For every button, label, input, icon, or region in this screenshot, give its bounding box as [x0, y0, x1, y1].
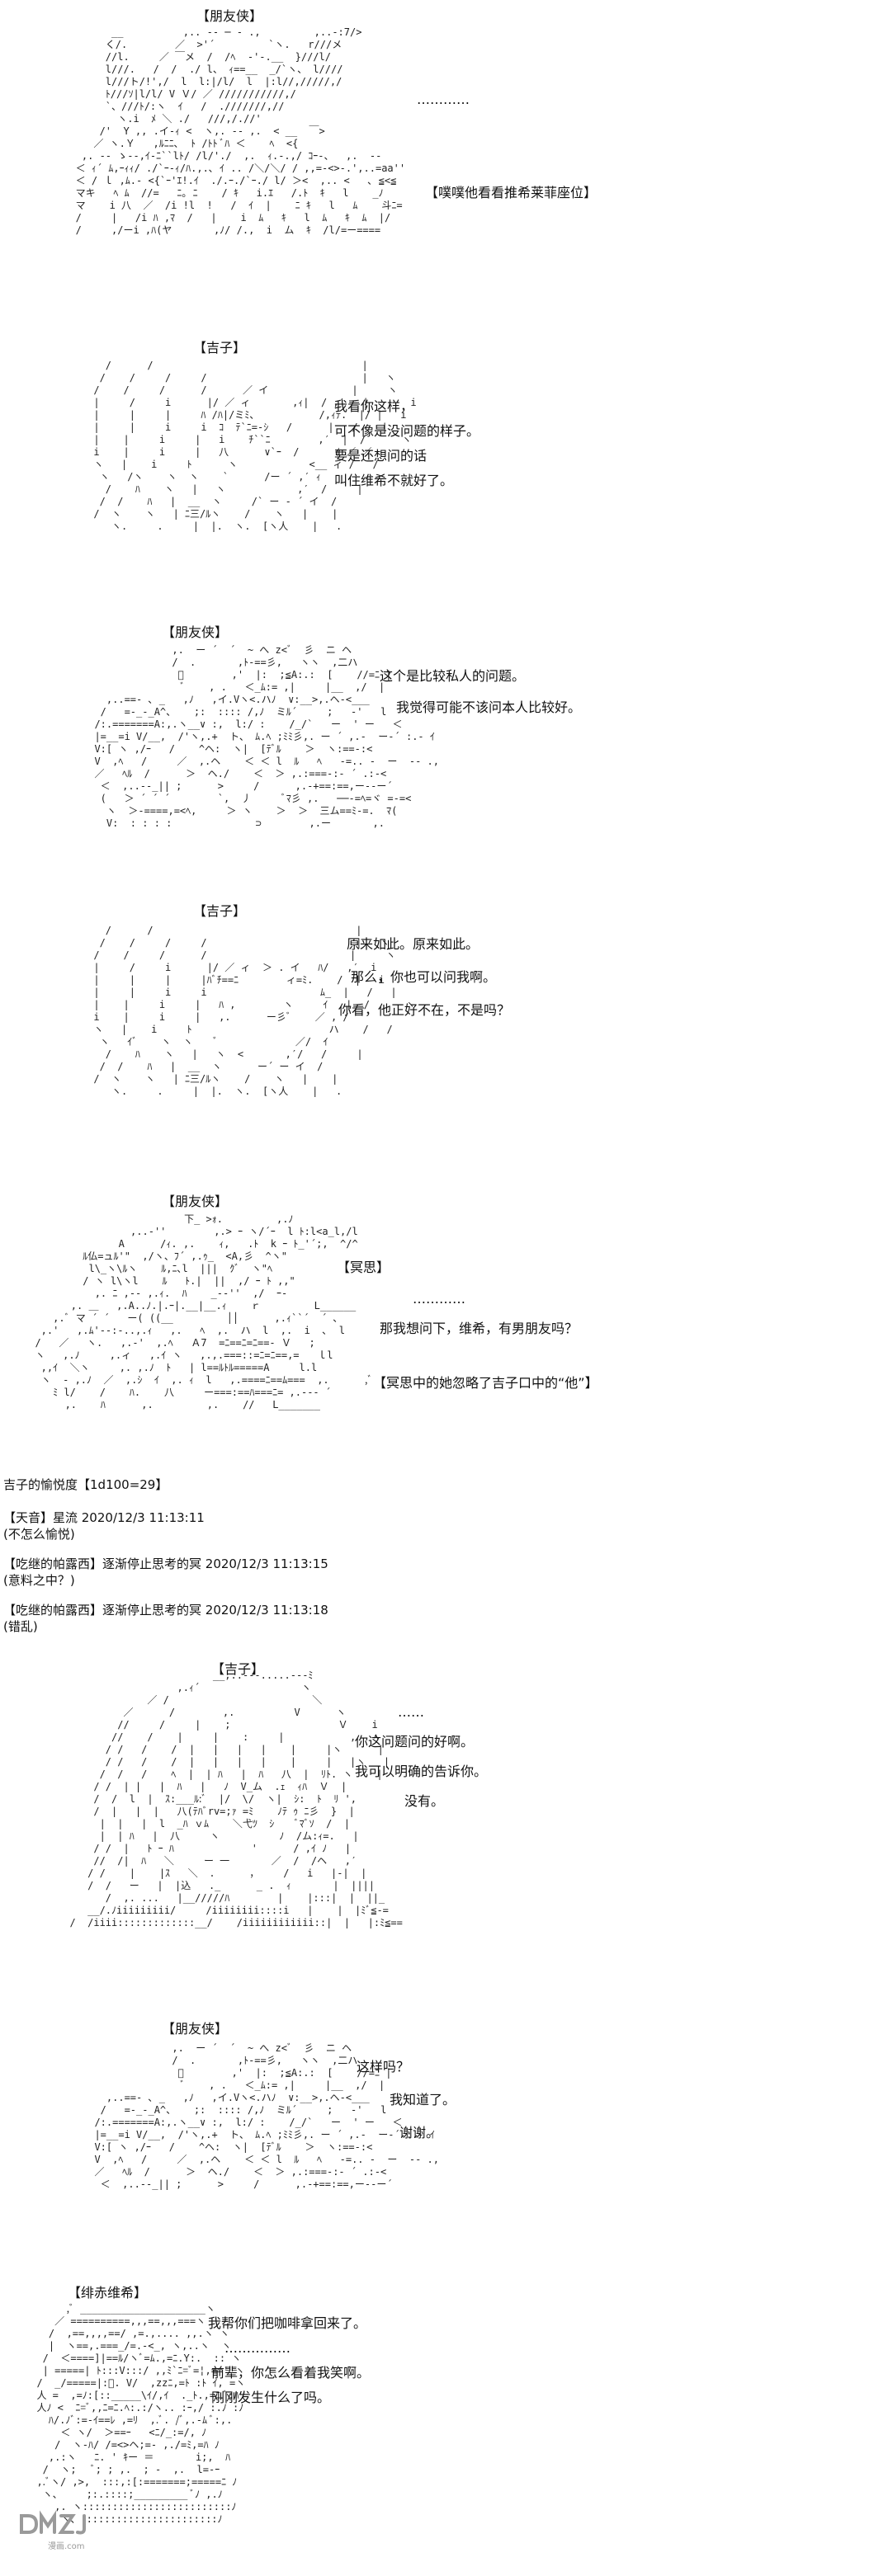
panel-7: 【朋友侠】 ,. ー ´ ´ ~ へ z<ﾞ 彡 ニ ヘ / . ,ﾄ-==彡,…	[0, 2013, 874, 2268]
log-entry-comment: (错乱)	[3, 1619, 38, 1634]
dialog-line: 叫住维希不就好了。	[334, 473, 454, 488]
dialog-line: 我可以明确的告诉你。	[355, 1764, 488, 1779]
speaker-label: 【朋友侠】	[162, 2021, 229, 2037]
dialog-text: 这个是比较私人的问题。 我觉得可能不该问本人比较好。	[380, 661, 581, 723]
dialog-line: 刚刚发生什么了吗。	[211, 2390, 331, 2405]
log-entry-header: 【天音】星流 2020/12/3 11:13:11	[3, 1510, 205, 1525]
dialog-line: 谢谢。	[399, 2125, 440, 2140]
side-label: 【冥思中的她忽略了吉子口中的“他”】	[373, 1375, 598, 1391]
speaker-label: 【吉子】	[211, 1661, 265, 1677]
dialog-text: …… 你这问题问的好啊。 我可以明确的告诉你。 没有。	[355, 1698, 487, 1816]
dmzj-logo-icon: 漫画.com	[20, 2510, 86, 2551]
dialog-text: …………	[417, 89, 470, 111]
ascii-art: __,..-‐-.....---ﾐ ,.ｨ´ ヽ ／ / ＼ ／ / ,. V …	[69, 1669, 403, 1928]
log-entry-comment: (意料之中？)	[3, 1573, 75, 1588]
ascii-art: / / | / / / / | ヽ / / / / | ヽ | / i |/ ／…	[93, 925, 416, 1097]
dialog-line: 这样吗？	[357, 2059, 410, 2074]
dice-roll: 吉子的愉悦度【1d100=29】	[3, 1477, 168, 1492]
dialog-line: 我知道了。	[390, 2092, 456, 2107]
speaker-label: 【朋友侠】	[162, 1194, 229, 1209]
dice-log: 吉子的愉悦度【1d100=29】 【天音】星流 2020/12/3 11:13:…	[0, 1476, 874, 1650]
dialog-text: 原来如此。原来如此。 那么，你也可以问我啊。 你看，他正好不在，不是吗？	[338, 928, 510, 1027]
dialog-line: 那我想问下，维希，有男朋友吗？	[380, 1321, 579, 1336]
side-label: 【噗噗他看看推希莱菲座位】	[425, 185, 598, 200]
ascii-art: ,ﾞ _____________________ヽ ／ ==========,,…	[36, 2303, 246, 2525]
panel-5: 【朋友侠】 下_ >ｫ. ,.ﾉ ,..-'' ,.> ｰ ヽ/´ｰ l ﾄ:l…	[0, 1184, 874, 1448]
ascii-art: 下_ >ｫ. ,.ﾉ ,..-'' ,.> ｰ ヽ/´ｰ l ﾄ:l<a_l,/…	[35, 1213, 373, 1410]
panel-3: 【朋友侠】 ,. ー ´ ´ ~ へ z<ﾞ 彡 ニ ヘ / . ,ﾄ-==彡,…	[0, 615, 874, 887]
log-entry-comment: (不怎么愉悦)	[3, 1527, 75, 1542]
dialog-line: ……	[398, 1704, 424, 1720]
dialog-line: 你这问题问的好啊。	[355, 1734, 475, 1750]
watermark-glyphs	[20, 2510, 86, 2535]
dialog-line: 我看你这样，	[334, 398, 414, 414]
panel-4: 【吉子】 / / | / / / / | ヽ / / / / | ヽ | / i…	[0, 895, 874, 1175]
side-label: 【冥思】	[337, 1260, 390, 1275]
dialog-line: …………	[417, 92, 470, 107]
dialog-text: 我帮你们把咖啡拿回来了。 …………… 前辈，你怎么看着我笑啊。 刚刚发生什么了吗…	[208, 2311, 370, 2410]
dialog-line: …………	[413, 1291, 465, 1307]
ascii-art: ,. ー ´ ´ ~ へ z<ﾞ 彡 ニ ヘ / . ,ﾄ-==彡, ヽヽ ,二…	[94, 644, 440, 829]
ascii-art: __ ,.. -‐ ─ - ., ,..-:7/> く/. ／ >'´ `ヽ. …	[75, 26, 406, 236]
panel-8: 【绯赤维希】 ,ﾞ _____________________ヽ ／ =====…	[0, 2277, 874, 2557]
speaker-label: 【朋友侠】	[196, 8, 263, 24]
watermark-subtext: 漫画.com	[48, 2541, 85, 2551]
panel-1: 【朋友侠】 __ ,.. -‐ ─ - ., ,..-:7/> く/. ／ >'…	[0, 0, 874, 322]
log-entry-header: 【吃继的帕露西】逐渐停止思考的冥 2020/12/3 11:13:15	[3, 1556, 328, 1571]
dialog-text: 这样吗？ 我知道了。 谢谢。	[357, 2051, 456, 2150]
dialog-line: 可不像是没问题的样子。	[334, 423, 480, 439]
dialog-line: 那么，你也可以问我啊。	[351, 969, 497, 985]
speaker-label: 【绯赤维希】	[68, 2285, 148, 2301]
ascii-art: / / | / / / / | ヽ / / / / ／ イ | ヽ | / i …	[93, 360, 417, 532]
dialog-line: ……………	[224, 2340, 291, 2356]
dialog-text: ………… 那我想问下，维希，有男朋友吗？	[380, 1284, 578, 1344]
dialog-line: 没有。	[404, 1793, 445, 1809]
dialog-line: 原来如此。原来如此。	[347, 936, 480, 952]
dialog-line: 你看，他正好不在，不是吗？	[338, 1002, 511, 1018]
dialog-line: 这个是比较私人的问题。	[380, 668, 526, 684]
dialog-text: 我看你这样， 可不像是没问题的样子。 要是还想问的话 叫住维希不就好了。	[334, 394, 480, 493]
panel-2: 【吉子】 / / | / / / / | ヽ / / / / ／ イ | ヽ |…	[0, 330, 874, 610]
speaker-label: 【朋友侠】	[162, 624, 229, 640]
dialog-line: 我帮你们把咖啡拿回来了。	[208, 2315, 367, 2331]
speaker-label: 【吉子】	[193, 903, 247, 919]
ascii-art: ,. ー ´ ´ ~ へ z<ﾞ 彡 ニ ヘ / . ,ﾄ-==彡, ヽヽ ,二…	[94, 2042, 440, 2190]
dialog-line: 前辈，你怎么看着我笑啊。	[211, 2365, 371, 2381]
dialog-line: 要是还想问的话	[334, 448, 428, 464]
log-entry-header: 【吃继的帕露西】逐渐停止思考的冥 2020/12/3 11:13:18	[3, 1603, 328, 1618]
dialog-line: 我觉得可能不该问本人比较好。	[396, 699, 582, 715]
speaker-label: 【吉子】	[193, 340, 247, 356]
panel-6: 【吉子】 __,..-‐-.....---ﾐ ,.ｨ´ ヽ ／ / ＼ ／ / …	[0, 1658, 874, 1980]
